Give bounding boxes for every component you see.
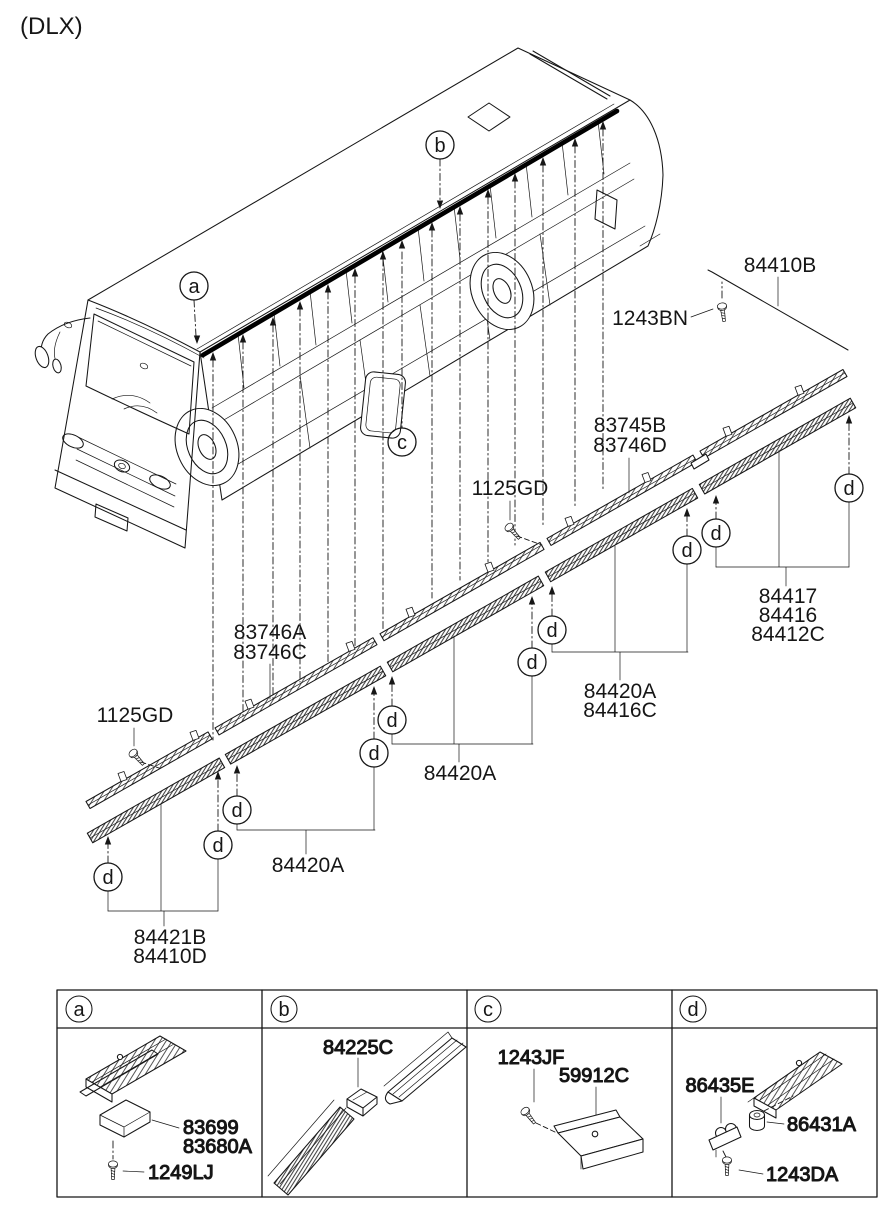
part-label-1249LJ: 1249LJ [148,1162,214,1184]
svg-text:d: d [681,540,692,562]
wiper [111,394,158,414]
drip-moulding-strip [85,368,848,810]
headlight-right [149,474,171,490]
part-label-86435E: 86435E [686,1075,755,1097]
roof-hatch [467,102,511,132]
svg-text:b: b [278,999,289,1021]
part-label-83680A: 83680A [183,1136,253,1158]
window-pillars [237,120,605,389]
door-panel-inner [365,376,401,434]
front-wheel [174,407,240,487]
part-label-84410D: 84410D [133,945,207,968]
headlight-left [62,433,84,449]
legend-header-b: b [270,995,298,1023]
part-label-1125GD-left: 1125GD [97,704,174,727]
far-roof-strip [529,50,611,100]
callout-c-letter: c [397,432,407,454]
bus-roof-moulding-strip [200,108,620,358]
legend-cell-b: 84225C [267,1031,467,1196]
svg-text:c: c [483,999,493,1021]
svg-text:d: d [687,999,698,1021]
clip-83699 [99,1099,151,1138]
part-label-83746C: 83746C [233,641,307,664]
rear-window [594,189,618,230]
part-label-84420A-mid: 84420A [424,762,496,785]
part-label-84225C: 84225C [323,1037,393,1059]
callout-a: a [179,271,209,344]
clip-86435E [708,1122,742,1158]
part-label-83699: 83699 [183,1117,239,1139]
svg-text:d: d [368,743,379,765]
part-label-1243JF: 1243JF [498,1047,565,1069]
waist-labels: 84417 84416 84412C 84420A 84416C 84420A … [133,585,825,968]
part-label-83745B: 83745B [594,414,666,437]
svg-text:a: a [73,999,85,1021]
screw-1125GD-left: 1125GD [97,704,174,769]
legend-header-d: d [679,995,707,1023]
bus-front [34,299,201,549]
d-markers: d d d d d d d d d d [93,415,864,912]
part-label-84412C: 84412C [751,623,825,646]
windshield [85,313,195,435]
callout-b: b [425,130,455,209]
screw-1125GD-right: 1125GD [472,477,549,546]
drip-strip-clips [117,384,805,782]
grommet-86431A [748,1109,766,1131]
part-label-84417: 84417 [759,585,817,608]
waist-moulding-strip [86,397,857,844]
label-drip-front: 83746A 83746C [233,621,307,700]
screw-icon-1125GD-left [127,747,148,768]
mirror-icon [34,345,50,369]
part-label-1243DA: 1243DA [766,1164,839,1186]
part-label-86431A: 86431A [787,1114,857,1136]
bus-leader-lines [209,121,607,741]
group-brackets [107,449,850,927]
rear-roof-moulding-84410B: 84410B 1243BN [612,254,849,351]
part-label-83746D: 83746D [593,434,667,457]
svg-text:d: d [546,620,557,642]
legend-header-a: a [65,995,93,1023]
callout-b-letter: b [434,135,445,157]
svg-text:d: d [843,478,854,500]
legend-cell-c: 1243JF 59912C [497,1046,644,1170]
part-label-1125GD-right: 1125GD [472,477,549,500]
clip-84225C [346,1088,378,1117]
license-plate [94,503,129,532]
svg-text:d: d [231,800,242,822]
bumper [54,469,187,531]
part-label-83746A: 83746A [234,621,306,644]
svg-text:d: d [212,835,223,857]
legend-cell-d: 86435E 86431A 1243DA [685,1051,857,1187]
part-label-84410B: 84410B [744,254,816,277]
svg-text:d: d [526,652,537,674]
variant-title: (DLX) [20,13,83,40]
callout-a-letter: a [188,276,200,298]
svg-text:d: d [710,523,721,545]
logo-badge [113,459,131,473]
svg-text:d: d [386,710,397,732]
screw-icon-1125GD-right [503,521,524,542]
part-label-84416C-group: 84416C [583,699,657,722]
bracket-59912C [553,1109,644,1170]
part-label-59912C: 59912C [559,1065,629,1087]
part-label-84416: 84416 [759,604,817,627]
label-drip-rear: 83745B 83746D [593,414,667,494]
rear-wheel [469,251,535,331]
svg-text:d: d [102,867,113,889]
screw-icon-1249LJ [107,1160,119,1181]
part-label-84421B: 84421B [134,926,206,949]
screw-icon-1243DA [721,1156,733,1177]
callout-c: c [387,427,417,457]
bus-illustration [34,47,664,549]
legend-table: a b c d 83699 83680A 1249LJ [56,989,878,1198]
legend-cell-a: 83699 83680A 1249LJ [79,1035,253,1185]
mirror-arm-icon [40,317,91,355]
screw-icon-1243BN [716,301,730,323]
part-label-84420A-group: 84420A [584,680,656,703]
part-label-1243BN: 1243BN [612,307,688,330]
part-label-84420A-low: 84420A [272,854,344,877]
legend-header-c: c [474,995,502,1023]
screw-icon-1243JF [518,1105,539,1127]
